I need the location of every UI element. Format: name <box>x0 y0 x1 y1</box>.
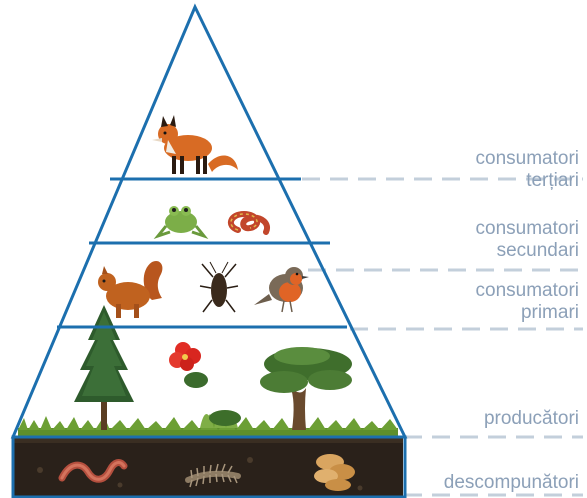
snake-icon <box>227 210 270 235</box>
label-tertiary-consumers: consumatori terțiari <box>475 148 580 191</box>
small-shrub <box>209 410 241 426</box>
fungus-icon <box>314 454 355 491</box>
centipede-icon <box>185 463 241 488</box>
pyramid-outline <box>10 3 408 498</box>
grass-icon <box>18 414 398 438</box>
level-guide-lines <box>246 177 583 497</box>
fox-icon <box>152 115 238 174</box>
squirrel-icon <box>98 260 163 318</box>
cockroach-icon <box>199 261 239 313</box>
fir-tree-icon <box>74 305 134 430</box>
frog-icon <box>153 206 209 240</box>
label-decomposers: descompunători <box>443 472 579 493</box>
label-secondary-consumers: consumatori secundari <box>475 218 580 261</box>
robin-bird-icon <box>254 267 309 313</box>
label-producers: producători <box>483 408 579 429</box>
earthworm-icon <box>58 459 128 483</box>
bonsai-tree-icon <box>260 347 352 430</box>
label-primary-consumers: consumatori primari <box>475 280 580 323</box>
hibiscus-flower-icon <box>169 342 208 388</box>
